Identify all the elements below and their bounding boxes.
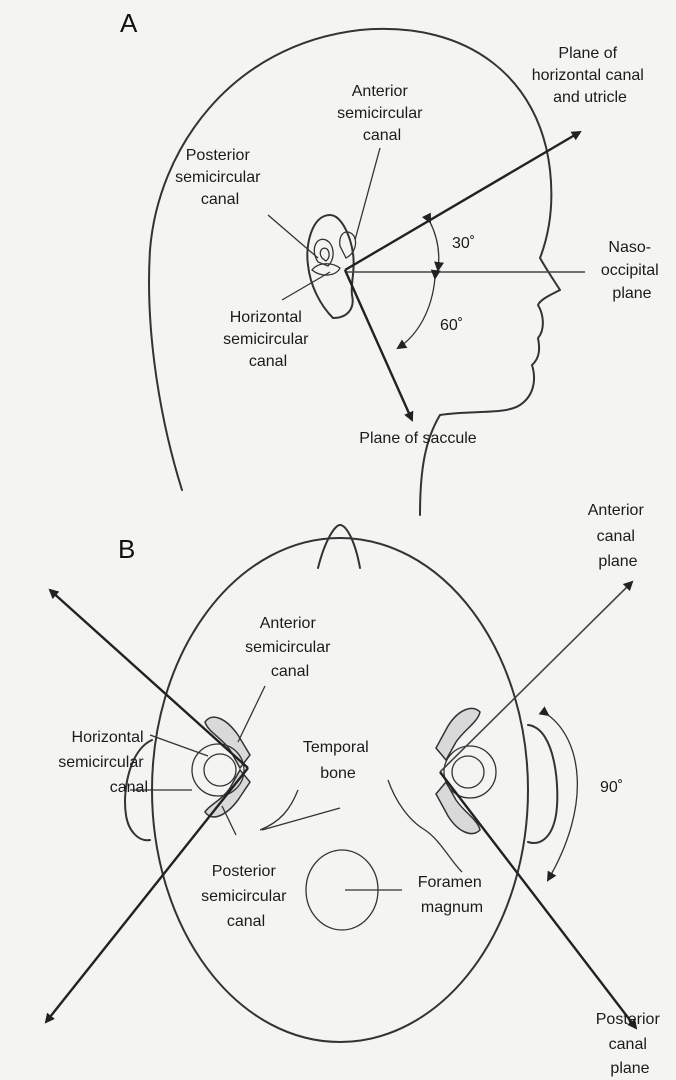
temporal-bone-leader: [262, 808, 340, 830]
horizontal-canal-leader-b: [150, 735, 208, 756]
naso-occipital-label: Naso- occipital plane: [601, 239, 663, 302]
saccule-plane-label: Plane of saccule: [359, 430, 477, 447]
right-ear-outline: [528, 725, 557, 843]
right-anterior-plane-arrow: [440, 582, 632, 772]
foramen-magnum-label: Foramen magnum: [418, 874, 486, 916]
temporal-bone-left: [260, 790, 298, 830]
angle-30-arc: [430, 222, 439, 270]
anterior-canal-label-b: Anterior semicircular canal: [245, 615, 335, 680]
horizontal-canal-label-b: Horizontal semicircular canal: [58, 729, 148, 796]
nose-outline: [318, 525, 360, 568]
panel-a-letter: A: [120, 8, 138, 38]
angle-90-arc: [548, 715, 577, 880]
angle-90-label: 90˚: [600, 779, 623, 796]
posterior-canal-plane-label: Posterior canal plane: [596, 1011, 664, 1077]
anterior-canal-leader: [355, 148, 380, 240]
angle-60-arc: [398, 278, 435, 348]
plane-horizontal-label: Plane of horizontal canal and utricle: [532, 45, 649, 106]
right-canal-structure: [436, 708, 496, 833]
posterior-canal-label-a: Posterior semicircular canal: [175, 147, 265, 208]
anterior-canal-leader-b: [238, 686, 265, 742]
angle-30-label: 30˚: [452, 235, 475, 252]
ear-outline: [307, 215, 353, 318]
head-top-view-outline: [152, 538, 528, 1042]
anterior-canal-plane-label: Anterior canal plane: [588, 502, 648, 570]
panel-a: A Plane of horizontal canal and utricle: [120, 8, 663, 515]
posterior-canal-label-b: Posterior semicircular canal: [201, 863, 291, 930]
panel-b-letter: B: [118, 534, 135, 564]
horizontal-canal-leader: [282, 272, 330, 300]
panel-b: B: [46, 502, 664, 1077]
anterior-canal-label-a: Anterior semicircular canal: [337, 83, 427, 144]
horizontal-canal-label-a: Horizontal semicircular canal: [223, 309, 313, 370]
temporal-bone-label: Temporal bone: [303, 739, 373, 782]
angle-60-label: 60˚: [440, 317, 463, 334]
